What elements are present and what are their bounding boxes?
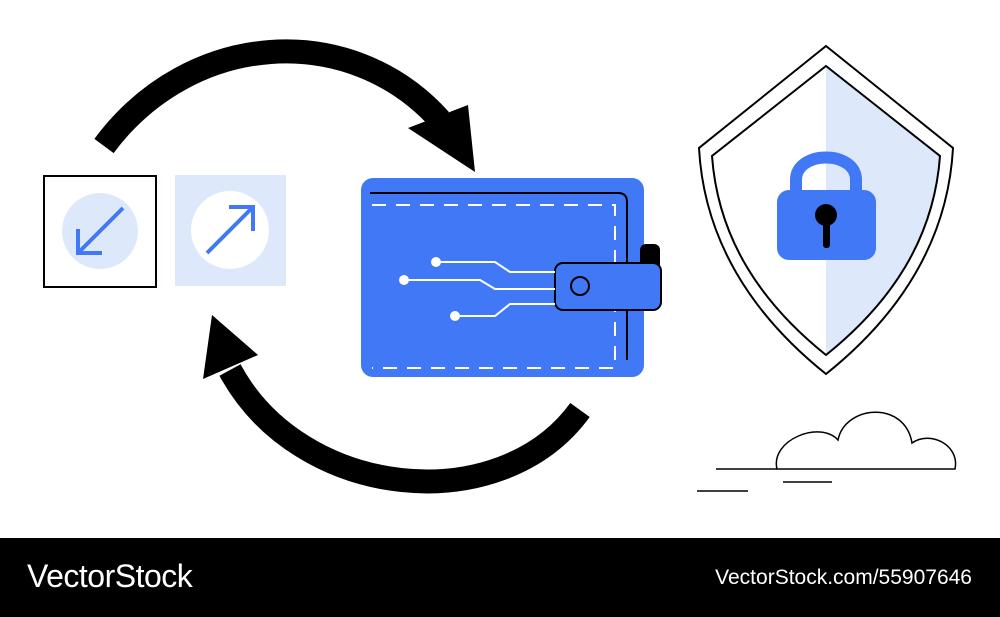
shield-lock-icon <box>697 44 955 376</box>
footer-bar: VectorStock VectorStock.com/55907646 <box>0 538 1000 617</box>
stock-url: VectorStock.com/55907646 <box>715 566 972 589</box>
incoming-arrow-icon <box>43 175 157 288</box>
illustration <box>43 39 957 494</box>
cycle-arrows-icon <box>94 39 590 494</box>
digital-wallet-icon <box>361 178 662 377</box>
outgoing-arrow-icon <box>175 175 286 286</box>
cloud-icon <box>697 411 957 492</box>
brand-logo-text: VectorStock <box>27 558 193 594</box>
